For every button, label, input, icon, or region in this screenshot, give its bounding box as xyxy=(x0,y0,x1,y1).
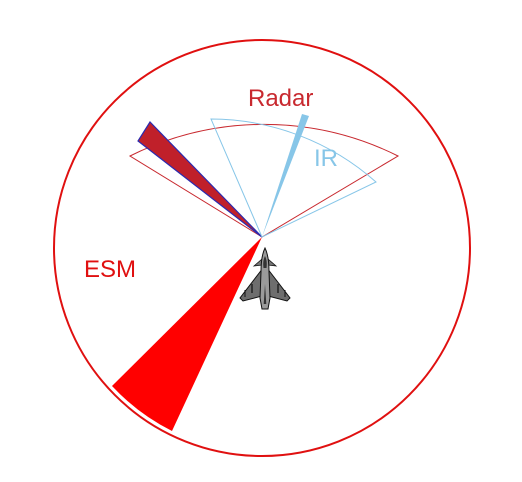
ir-coverage-sector xyxy=(210,118,377,238)
esm-detection-sector xyxy=(112,237,262,431)
esm-label: ESM xyxy=(84,256,136,283)
radar-track-wedge xyxy=(137,121,263,238)
radar-label: Radar xyxy=(248,85,313,112)
ir-label: IR xyxy=(314,145,338,172)
esm-coverage-circle xyxy=(53,39,471,457)
radar-coverage-sector xyxy=(128,123,400,238)
fighter-jet-icon xyxy=(239,246,291,310)
ir-track-wedge xyxy=(262,114,309,237)
